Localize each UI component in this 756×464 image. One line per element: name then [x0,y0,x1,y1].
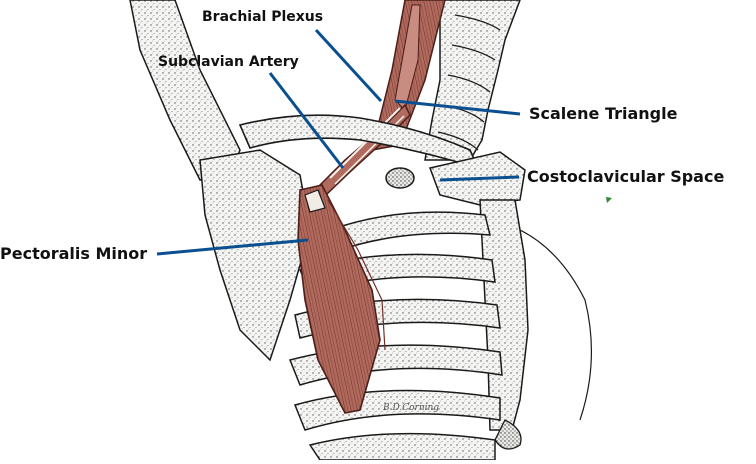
label-brachial-plexus: Brachial Plexus [202,9,324,25]
pectoralis-minor-muscle [297,184,386,414]
leader-line-brachial-plexus [314,28,383,103]
cervical-spine [424,0,521,161]
humerus [129,0,241,181]
label-pectoralis-minor: Pectoralis Minor [0,244,148,263]
label-subclavian-artery: Subclavian Artery [158,54,299,70]
leader-line-pectoralis-minor [156,238,309,256]
illustrator-signature: B.D.Corning [382,403,439,413]
leader-line-costoclavicular-space [439,175,520,182]
label-scalene-triangle: Scalene Triangle [529,104,678,123]
leader-line-scalene-triangle [394,99,521,116]
green-marker [606,197,612,203]
leader-line-subclavian-artery [268,72,345,169]
leader-lines [156,28,521,256]
label-costoclavicular-space: Costoclavicular Space [527,167,725,186]
scapula [199,149,311,362]
